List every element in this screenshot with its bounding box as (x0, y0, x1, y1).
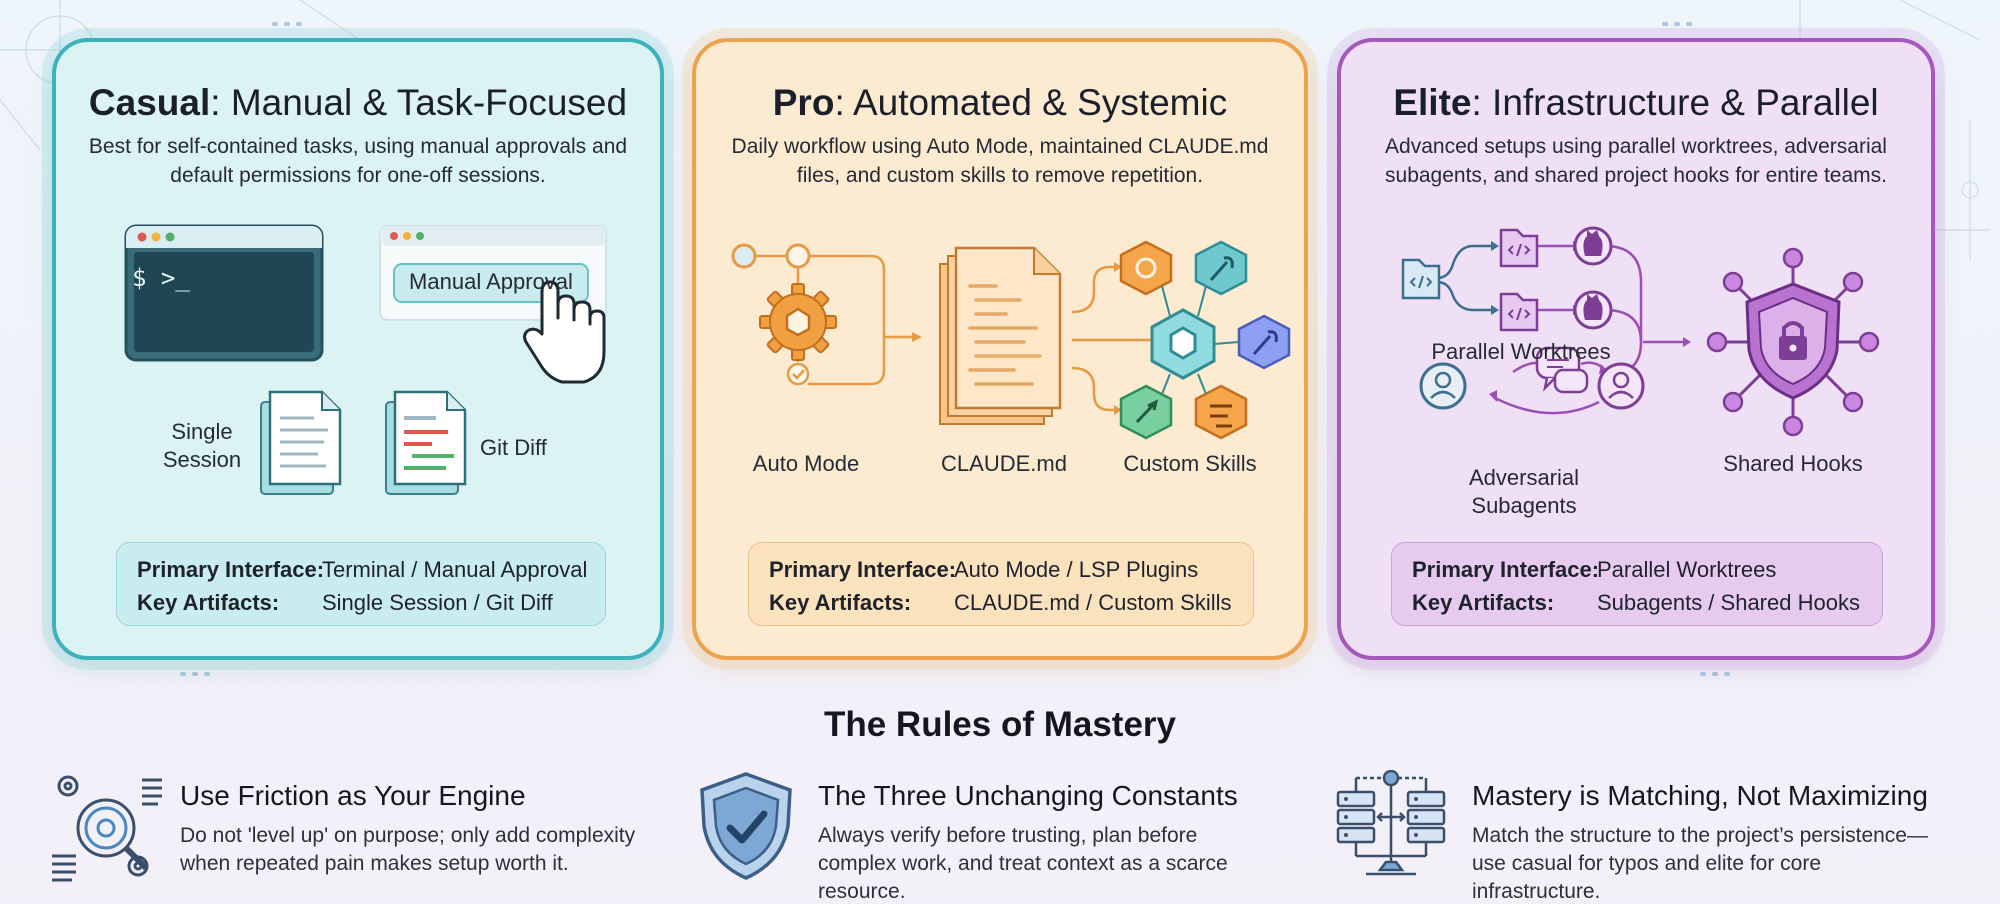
pro-illustration (731, 240, 1291, 440)
claude-md-document-icon (939, 246, 1062, 425)
interface-label: Primary Interface: (137, 557, 325, 582)
code-folder-icon (1499, 228, 1539, 268)
card-title: Casual: Manual & Task-Focused (56, 82, 660, 124)
card-description: Advanced setups using parallel worktrees… (1385, 135, 1887, 187)
rule-description: Match the structure to the project’s per… (1472, 824, 1928, 903)
interface-label: Primary Interface: (1412, 557, 1600, 582)
rule-item: The Three Unchanging Constants Always ve… (694, 770, 1314, 903)
artifacts-value: CLAUDE.md / Custom Skills (954, 590, 1232, 615)
shared-hooks-label: Shared Hooks (1723, 451, 1863, 476)
card-description: Best for self-contained tasks, using man… (88, 135, 628, 187)
flow-start-icon (731, 243, 811, 269)
rule-description: Always verify before trusting, plan befo… (818, 824, 1228, 903)
code-folder-icon (1499, 292, 1539, 332)
rule-title: The Three Unchanging Constants (818, 780, 1238, 811)
gears-magnifier-icon (52, 775, 162, 882)
card-subtitle: : Automated & Systemic (834, 82, 1228, 123)
user-icon (1419, 362, 1467, 410)
elite-card: Elite: Infrastructure & Parallel Advance… (1337, 38, 1935, 660)
github-icon (1573, 226, 1613, 266)
card-description: Daily workflow using Auto Mode, maintain… (731, 135, 1269, 187)
card-tier: Casual (88, 82, 211, 123)
rule-item: Mastery is Matching, Not Maximizing Matc… (1336, 770, 1956, 903)
terminal-prompt: $ >_ (132, 264, 190, 292)
rules-section-title: The Rules of Mastery (823, 705, 1177, 744)
card-title: Elite: Infrastructure & Parallel (1341, 82, 1931, 124)
claude-md-label: CLAUDE.md (941, 451, 1067, 476)
terminal-icon (124, 224, 324, 362)
core-skill-icon (1150, 308, 1216, 380)
info-panel: Primary Interface:Terminal / Manual Appr… (116, 542, 606, 626)
shield-lock-network-icon (1706, 247, 1880, 437)
hand-cursor-icon (523, 280, 606, 384)
github-icon (1573, 290, 1613, 330)
card-subtitle: : Manual & Task-Focused (210, 82, 628, 123)
rule-title: Mastery is Matching, Not Maximizing (1472, 780, 1928, 811)
artifacts-value: Single Session / Git Diff (322, 590, 553, 615)
git-diff-document-icon (385, 390, 467, 495)
manual-approval-button[interactable]: Manual Approval (409, 269, 573, 294)
shield-check-icon (700, 772, 792, 880)
git-diff-label: Git Diff (480, 435, 547, 460)
pro-card: Pro: Automated & Systemic Daily workflow… (692, 38, 1308, 660)
info-panel: Primary Interface:Parallel Worktrees Key… (1391, 542, 1883, 626)
artifacts-label: Key Artifacts: (137, 590, 280, 615)
elite-illustration (1401, 226, 1880, 437)
card-tier: Pro (772, 82, 835, 123)
info-panel: Primary Interface:Auto Mode / LSP Plugin… (748, 542, 1254, 626)
adversarial-subagents-label: Adversarial Subagents (1468, 465, 1580, 518)
interface-value: Terminal / Manual Approval (322, 557, 588, 582)
server-network-icon (1336, 770, 1446, 876)
casual-illustration (124, 224, 607, 495)
rule-title: Use Friction as Your Engine (180, 780, 526, 811)
gear-skill-icon (1119, 240, 1173, 296)
card-tier: Elite (1393, 82, 1472, 123)
check-circle-icon (786, 362, 810, 386)
interface-label: Primary Interface: (769, 557, 957, 582)
custom-skills-label: Custom Skills (1123, 451, 1257, 476)
artifacts-label: Key Artifacts: (769, 590, 912, 615)
user-icon (1597, 362, 1645, 410)
interface-value: Auto Mode / LSP Plugins (954, 557, 1199, 582)
card-title: Pro: Automated & Systemic (696, 82, 1304, 124)
parallel-worktrees-label: Parallel Worktrees (1431, 339, 1611, 364)
artifacts-value: Subagents / Shared Hooks (1597, 590, 1860, 615)
rule-item: Use Friction as Your Engine Do not 'leve… (46, 770, 646, 890)
code-folder-icon (1401, 258, 1441, 300)
wrench-skill-icon (1194, 240, 1248, 296)
tools-skill-icon (1194, 384, 1248, 440)
casual-card: Casual: Manual & Task-Focused Best for s… (52, 38, 664, 660)
artifacts-label: Key Artifacts: (1412, 590, 1555, 615)
interface-value: Parallel Worktrees (1597, 557, 1777, 582)
wrench-skill-icon (1237, 314, 1291, 370)
single-session-label: Single Session (162, 419, 242, 472)
document-stack-icon (260, 390, 342, 495)
auto-mode-label: Auto Mode (752, 451, 860, 476)
rule-description: Do not 'level up' on purpose; only add c… (180, 824, 636, 875)
card-subtitle: : Infrastructure & Parallel (1471, 82, 1879, 123)
gear-icon (759, 283, 837, 361)
rocket-skill-icon (1119, 384, 1173, 440)
chat-bubbles-icon (1535, 346, 1589, 394)
